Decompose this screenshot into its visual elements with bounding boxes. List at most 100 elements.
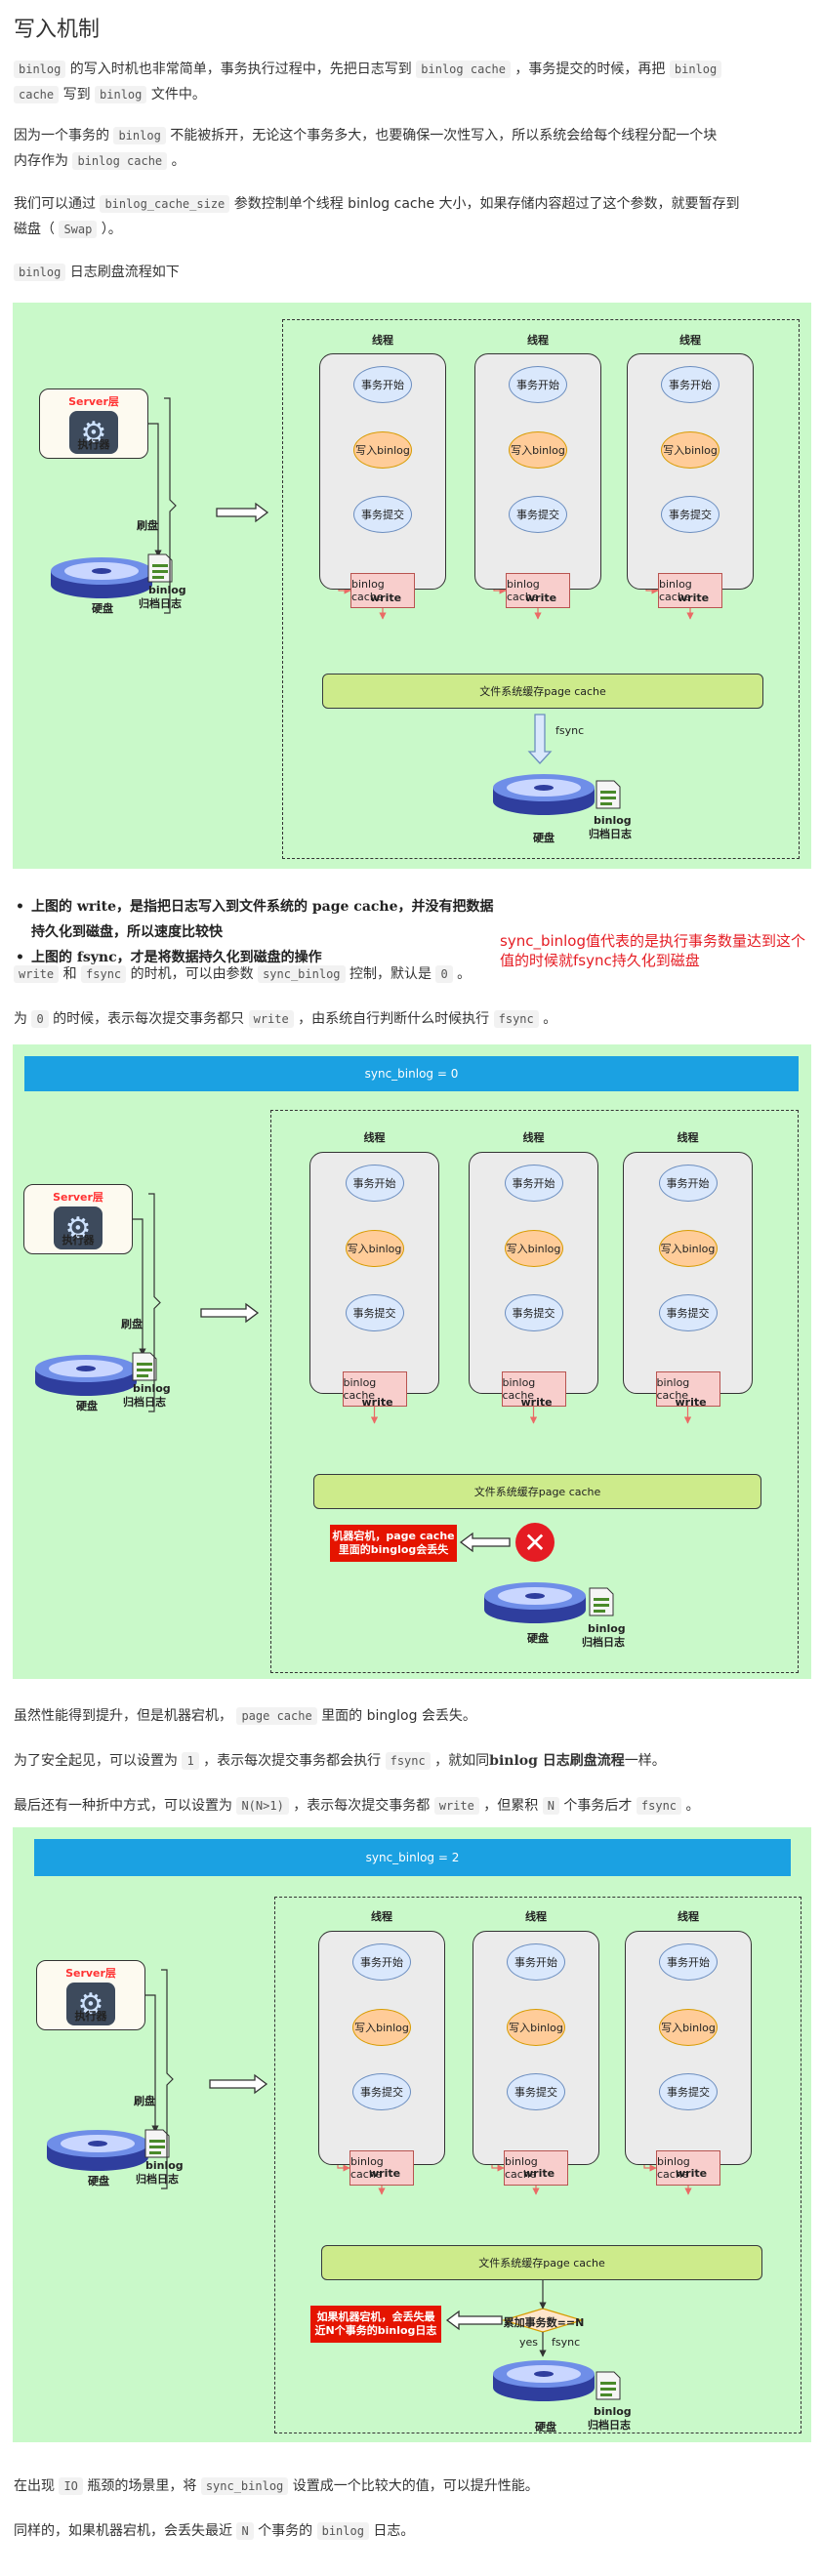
paragraph-performance-loss: 虽然性能得到提升，但是机器宕机， page cache 里面的 binglog … [14,1703,814,1729]
archive-log-label: 归档日志 [139,597,182,610]
step-write-binlog: 写入binlog [507,2009,565,2046]
executor-gear-icon: ⚙ [69,411,118,454]
text: 内存作为 [14,153,73,169]
text: 。 [167,153,185,169]
flow-arrow-into-threads [209,2073,268,2095]
inline-code: fsync [385,1752,431,1770]
write-label: write [675,1396,707,1409]
step-tx-start: 事务开始 [509,366,567,403]
executor-label: 执行器 [77,438,110,451]
text: ）。 [97,222,122,237]
step-tx-commit: 事务提交 [504,1294,563,1331]
write-label: write [520,1396,553,1409]
paragraph-sync-binlog-param: write 和 fsync 的时机，可以由参数 sync_binlog 控制，默… [14,961,814,987]
disk-icon [51,557,152,598]
paragraph-data-loss: 同样的，如果机器宕机，会丢失最近 N 个事务的 binlog 日志。 [14,2518,814,2544]
inline-code: fsync [81,965,127,983]
inline-code: write [14,965,60,983]
disk-label: 硬盘 [92,602,113,615]
binlog-label: binlog [594,2405,632,2418]
binlog-label: binlog [133,1382,171,1395]
step-tx-commit: 事务提交 [507,2073,565,2110]
text: 一样。 [624,1753,666,1769]
write-label: write [523,2167,555,2180]
inline-code: sync_binlog [258,965,346,983]
inline-code: N [542,1797,559,1815]
write-label: write [370,592,402,604]
archive-log-label: 归档日志 [123,1396,166,1409]
text: ，但累积 [478,1798,543,1814]
bullet-write: 上图的 write，是指把日志写入到文件系统的 page cache，并没有把数… [14,894,502,945]
section-title: 写入机制 [14,18,101,42]
disk-label: 硬盘 [535,2421,556,2433]
server-layer-label: Server层 [65,1967,116,1980]
server-layer-box: Server层 ⚙执行器 [36,1960,145,2030]
page-cache-bar: 文件系统缓存page cache [321,2245,762,2280]
text: 日志刷盘流程如下 [65,265,180,280]
executor-gear-icon: ⚙ [66,1983,115,2025]
binlog-cache-box: binlog cache [350,573,415,608]
disk-icon [47,2130,148,2171]
binlog-file-icon [589,1587,614,1616]
binlog-cache-box: binlog cache [506,573,570,608]
inline-code: binlog [113,127,166,144]
text: 设置成一个比较大的值，可以提升性能。 [288,2478,539,2494]
inline-code: binlog_cache_size [100,195,230,213]
step-tx-commit: 事务提交 [661,496,719,533]
text: 。 [538,1011,557,1027]
paragraph-sync-binlog-n: 最后还有一种折中方式，可以设置为 N(N>1) ，表示每次提交事务都 write… [14,1793,814,1819]
flow-brace [164,397,177,614]
inline-code: binlog [14,264,66,281]
flow-brace [148,1193,161,1412]
lane-title: 线程 [677,1131,699,1144]
text: 磁盘（ [14,222,60,237]
binlog-label: binlog [148,584,186,596]
data-loss-warning: 如果机器宕机，会丢失最近N个事务的binlog日志 [310,2306,441,2343]
inline-code: 0 [435,965,453,983]
banner-sync-binlog-0: sync_binlog = 0 [24,1056,799,1091]
archive-log-label: 归档日志 [582,1636,625,1649]
lane-title: 线程 [522,1131,545,1144]
binlog-label: binlog [145,2159,184,2172]
inline-code: IO [59,2477,83,2495]
text: 瓶颈的场景里，将 [82,2478,201,2494]
step-tx-start: 事务开始 [661,366,719,403]
text: ，就如同 [430,1753,490,1769]
text: 控制，默认是 [345,966,436,982]
inline-code: binlog [669,61,722,78]
text: 的写入时机也非常简单，事务执行过程中，先把日志写到 [65,61,417,77]
inline-code: N [236,2522,254,2540]
lane-title: 线程 [525,1910,547,1923]
lane-title: 线程 [363,1131,386,1144]
step-tx-start: 事务开始 [658,1165,718,1202]
text: 为 [14,1011,32,1027]
binlog-cache-box: binlog cache [658,573,722,608]
text: ，由系统自行判断什么时候执行 [293,1011,494,1027]
text: 最后还有一种折中方式，可以设置为 [14,1798,237,1814]
inline-code: N(N>1) [236,1797,289,1815]
binlog-label: binlog [594,814,632,827]
disk-label: 硬盘 [76,1400,98,1412]
archive-log-label: 归档日志 [588,2419,631,2432]
text: 个事务后才 [558,1798,637,1814]
text: 个事务的 [253,2523,317,2539]
executor-label: 执行器 [74,2010,107,2023]
text: 。 [452,966,472,982]
binlog-cache-box: binlog cache [656,2150,720,2186]
inline-code: 0 [31,1010,49,1028]
disk-icon [484,1582,586,1623]
text: 同样的，如果机器宕机，会丢失最近 [14,2523,237,2539]
step-tx-start: 事务开始 [353,366,412,403]
step-write-binlog: 写入binlog [509,431,567,469]
step-write-binlog: 写入binlog [504,1230,563,1267]
inline-code: Swap [59,221,98,238]
text: 虽然性能得到提升，但是机器宕机， [14,1708,237,1724]
write-label: write [525,592,557,604]
binlog-file-icon [596,780,621,809]
annotation-sync-binlog: sync_binlog值代表的是执行事务数量达到这个值的时候就fsync持久化到… [500,932,806,969]
bullet-fsync: 上图的 fsync，才是将数据持久化到磁盘的操作 [14,945,502,970]
lane-title: 线程 [678,1910,699,1923]
disk-icon [493,2360,595,2401]
data-loss-warning: 机器宕机，page cache里面的binglog会丢失 [330,1525,457,1562]
text: 的时候，表示每次提交事务都只 [48,1011,249,1027]
